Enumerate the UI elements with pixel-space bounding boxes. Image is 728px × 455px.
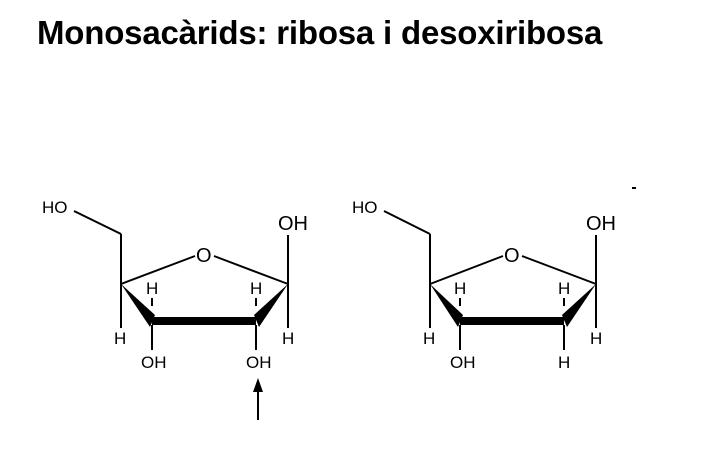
deoxyribose-ho-label: HO [352,198,378,217]
deoxyribose-c4-h: H [423,329,435,348]
up-arrow-icon [253,378,263,420]
ribose-c3-oh-down: OH [141,353,167,372]
ribose-wedge-bonds [121,284,288,327]
deoxyribose-ring-bonds [383,210,597,350]
ribose-c1-h-down: H [282,329,294,348]
ribose-c1-oh-label: OH [278,213,308,235]
ribose-structure: HO O OH H H H H OH OH [42,198,308,420]
ribose-c2-h-up: H [250,279,262,298]
deoxyribose-c3-oh-down: OH [450,353,476,372]
ribose-c4-h: H [114,329,126,348]
deoxyribose-ring-oxygen: O [504,245,520,267]
slide-title: Monosacàrids: ribosa i desoxiribosa [37,14,603,51]
deoxyribose-c1-oh-label: OH [586,213,616,235]
ribose-c2-oh-down: OH [246,353,272,372]
deoxyribose-c1-h-down: H [590,329,602,348]
deoxyribose-wedge-bonds [430,284,596,327]
ribose-ring-oxygen: O [196,245,212,267]
deoxyribose-c2-h-down: H [558,353,570,372]
deoxyribose-c3-h-up: H [454,279,466,298]
stray-mark [632,187,636,189]
ribose-c3-h-up: H [146,279,158,298]
deoxyribose-c2-h-up: H [558,279,570,298]
ribose-ring-bonds [73,210,289,350]
deoxyribose-structure: HO O OH H H H H OH H [352,198,616,372]
ribose-ho-label: HO [42,198,68,217]
